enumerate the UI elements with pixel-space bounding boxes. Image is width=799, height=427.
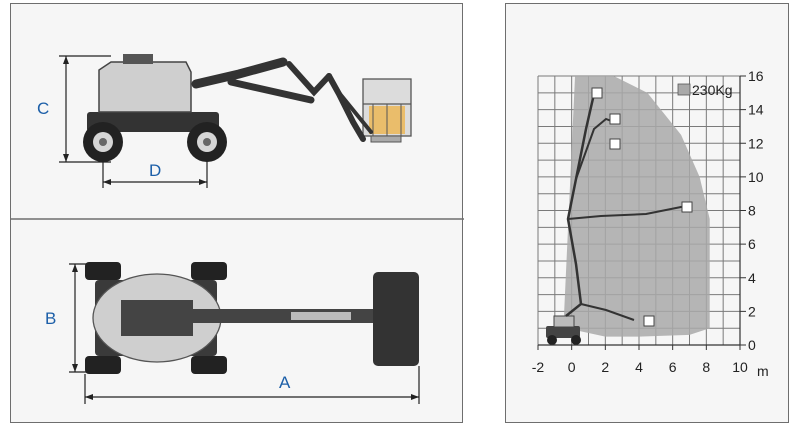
boom-arms: [191, 57, 373, 142]
y-tick-label: 16: [748, 68, 764, 84]
y-tick-label: 0: [748, 337, 756, 353]
chassis-body: [87, 54, 219, 132]
dimension-c: [59, 55, 111, 163]
side-view: C D: [37, 54, 412, 188]
y-tick-label: 8: [748, 203, 756, 219]
top-counterweight: [121, 300, 193, 336]
top-platform: [373, 272, 419, 366]
top-wheel-front-left: [85, 262, 121, 280]
y-tick-label: 4: [748, 270, 756, 286]
x-tick-label: 8: [702, 359, 710, 375]
y-tick-label: 6: [748, 236, 756, 252]
wheel-front: [83, 122, 123, 162]
chart-legend: 230Kg: [677, 82, 732, 98]
dimension-drawing-panel: C D: [10, 3, 464, 423]
y-tick-label: 12: [748, 135, 764, 151]
top-boom: [193, 309, 373, 323]
dimension-b: [69, 263, 91, 373]
legend-swatch: [677, 83, 691, 96]
platform-basket: [362, 78, 412, 143]
x-tick-label: 2: [601, 359, 609, 375]
reach-envelope-area: [563, 76, 710, 337]
top-wheel-rear-left: [191, 262, 227, 280]
dimension-drawing: C D: [11, 54, 464, 404]
basket-markers: [591, 87, 693, 327]
top-view: B A: [45, 262, 420, 404]
x-tick-label: 0: [568, 359, 576, 375]
lift-silhouette: [546, 93, 687, 345]
wheel-rear: [187, 122, 227, 162]
x-axis-unit: m: [757, 363, 769, 379]
y-tick-label: 10: [748, 169, 764, 185]
reach-envelope: [563, 76, 710, 337]
dimension-d-label: D: [149, 161, 161, 180]
top-wheel-rear-right: [191, 356, 227, 374]
y-tick-label: 2: [748, 303, 756, 319]
x-tick-label: 6: [669, 359, 677, 375]
dimension-c-label: C: [37, 99, 49, 118]
x-tick-label: 10: [732, 359, 748, 375]
top-wheel-front-right: [85, 356, 121, 374]
x-tick-label: 4: [635, 359, 643, 375]
dimension-a: [84, 366, 420, 404]
legend-label: 230Kg: [692, 82, 732, 98]
dimension-d: [102, 154, 208, 188]
dimension-b-label: B: [45, 309, 56, 328]
x-tick-label: -2: [532, 359, 545, 375]
dimension-a-label: A: [279, 373, 291, 392]
y-tick-label: 14: [748, 102, 764, 118]
